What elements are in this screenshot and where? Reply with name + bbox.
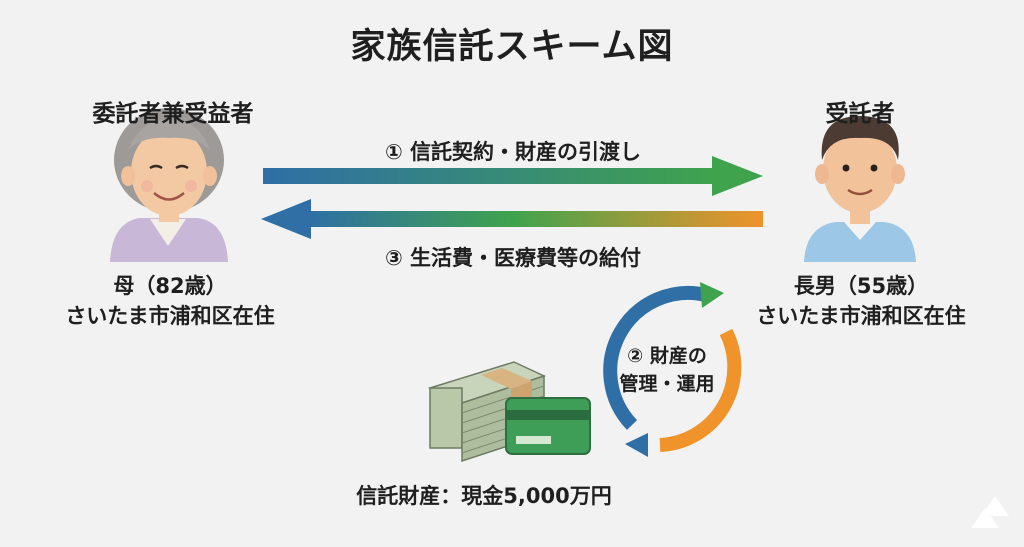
cycle-line1: ② 財産の bbox=[627, 345, 707, 367]
asset-label: 信託財産：現金5,000万円 bbox=[356, 484, 612, 508]
settlor-name-age: 母（82歳） bbox=[113, 274, 227, 298]
step3-label: ③ 生活費・医療費等の給付 bbox=[384, 246, 642, 270]
transfer-arrow bbox=[263, 156, 763, 196]
cycle-line2: 管理・運用 bbox=[619, 373, 715, 395]
benefit-arrow bbox=[261, 199, 763, 239]
trustee-name-age: 長男（55歳） bbox=[793, 274, 929, 298]
mother-avatar bbox=[110, 108, 228, 262]
step1-label: ① 信託契約・財産の引渡し bbox=[384, 140, 642, 164]
son-avatar bbox=[804, 116, 916, 262]
logo-icon bbox=[971, 496, 1009, 528]
card-icon bbox=[505, 397, 591, 455]
page-title: 家族信託スキーム図 bbox=[350, 27, 674, 67]
trustee-role: 受託者 bbox=[825, 101, 895, 127]
settlor-role: 委託者兼受益者 bbox=[92, 101, 254, 127]
settlor-address: さいたま市浦和区在住 bbox=[65, 304, 275, 328]
trustee-address: さいたま市浦和区在住 bbox=[756, 304, 966, 328]
cycle-arrows-icon bbox=[603, 282, 742, 457]
